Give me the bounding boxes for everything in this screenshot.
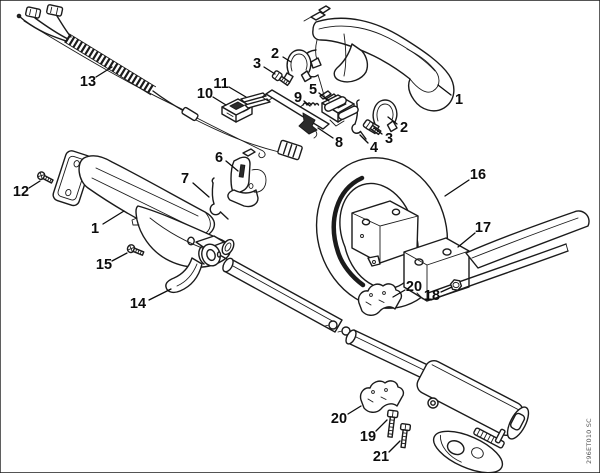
callout-15: 15	[96, 257, 112, 273]
callout-2-right: 2	[400, 120, 408, 136]
screw-part19	[386, 409, 399, 438]
interlock-lever-part6	[227, 148, 267, 208]
image-code-watermark: 296ET010 SC	[585, 418, 593, 464]
drive-tube-lower	[345, 329, 530, 473]
callout-13: 13	[80, 74, 96, 90]
spring-wire-part4	[351, 99, 367, 140]
callout-4: 4	[370, 140, 378, 156]
callout-3-right: 3	[385, 131, 393, 147]
nut-part18	[449, 279, 463, 291]
callout-5: 5	[309, 82, 317, 98]
screw-part21	[399, 423, 412, 449]
spring-part9	[299, 102, 320, 108]
callout-20-upper: 20	[406, 279, 422, 295]
callout-20-lower: 20	[331, 411, 347, 427]
callout-18: 18	[424, 288, 440, 304]
drive-tube-upper	[216, 251, 351, 336]
callout-3-left: 3	[253, 56, 261, 72]
clamp-part20-lower	[359, 380, 405, 413]
callout-8: 8	[335, 135, 343, 151]
barrier-bar-part17	[403, 210, 590, 302]
callout-6: 6	[215, 150, 223, 166]
callout-10: 10	[197, 86, 213, 102]
callout-21: 21	[373, 449, 389, 465]
callout-leader-lines	[28, 56, 476, 453]
callout-17: 17	[475, 220, 491, 236]
cable-guide-part10	[221, 98, 253, 123]
screw-part15	[126, 244, 145, 256]
clamp-part20-upper	[357, 283, 403, 316]
callout-1-left: 1	[91, 221, 99, 237]
throttle-rod-part8	[261, 89, 330, 139]
callout-2-left: 2	[271, 46, 279, 62]
callout-12: 12	[13, 184, 29, 200]
callout-11: 11	[213, 76, 228, 92]
wiring-harness-part13	[16, 4, 303, 161]
spring-part7	[209, 177, 229, 220]
callout-7: 7	[181, 171, 189, 187]
screw-part12	[37, 171, 54, 184]
spacer-strips-part11	[240, 92, 271, 109]
callout-16: 16	[470, 167, 486, 183]
callout-14: 14	[130, 296, 146, 312]
callout-1-right: 1	[455, 92, 463, 108]
clamp-part2-left	[282, 49, 312, 85]
callout-19: 19	[360, 429, 376, 445]
throttle-trigger-part14	[165, 235, 225, 294]
handle-housing-top-part1	[303, 5, 455, 121]
callout-9: 9	[294, 90, 302, 106]
